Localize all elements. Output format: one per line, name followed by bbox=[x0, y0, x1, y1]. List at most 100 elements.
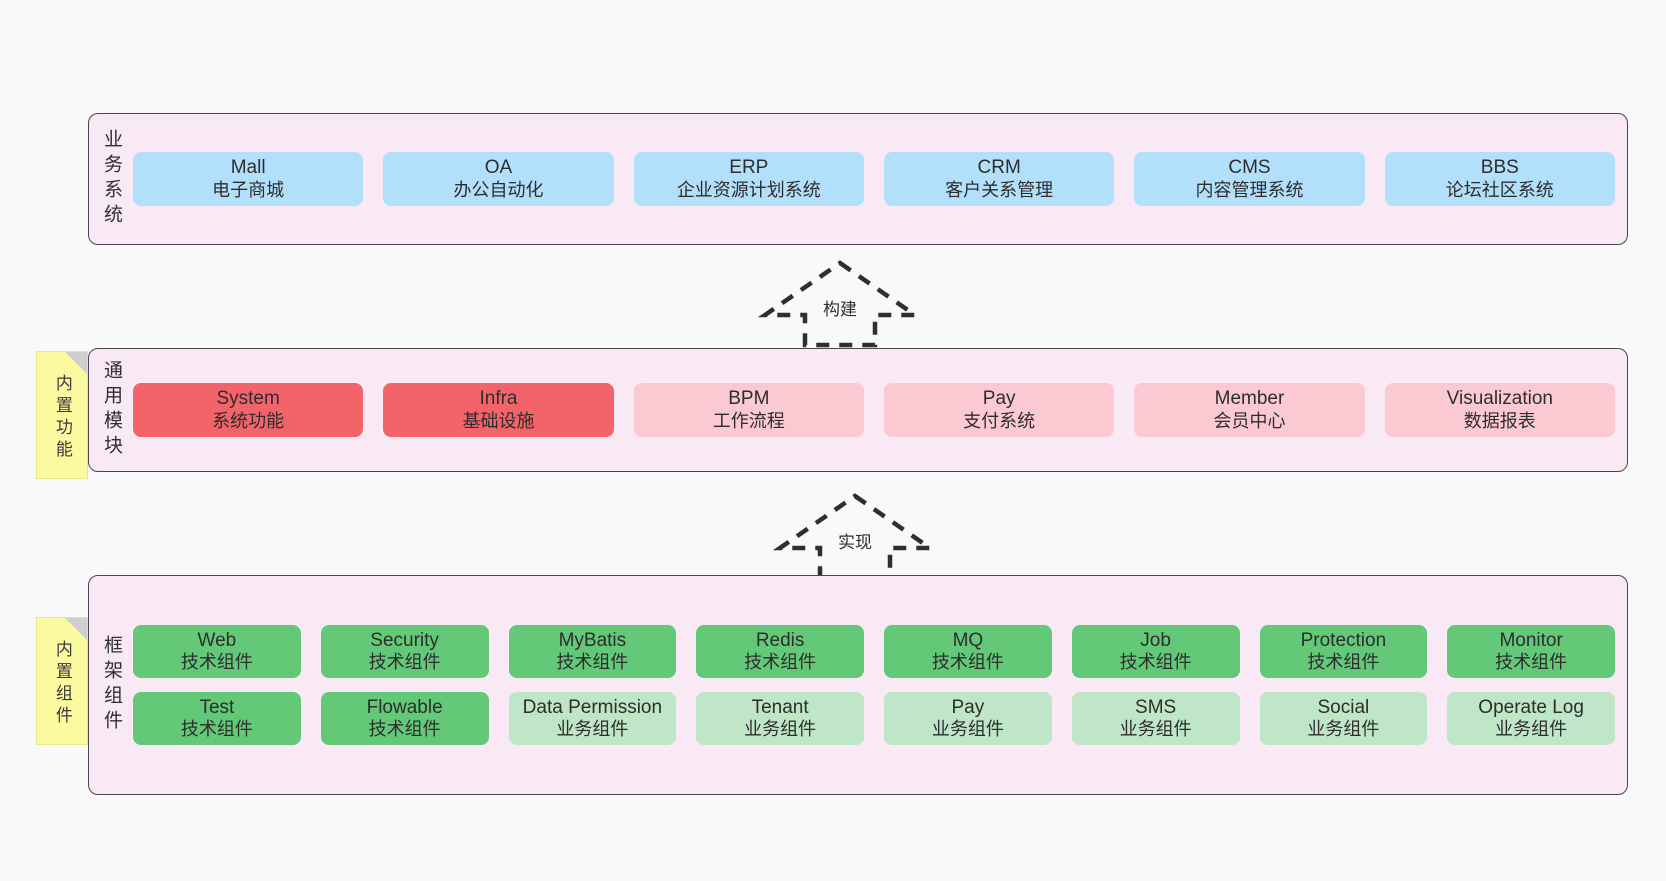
layer-row: Test 技术组件 Flowable 技术组件 Data Permission … bbox=[133, 692, 1615, 746]
page-fold-icon bbox=[65, 618, 87, 640]
component-name: Flowable bbox=[366, 697, 443, 718]
page-fold-icon bbox=[65, 352, 87, 374]
component-card-redis[interactable]: Redis 技术组件 bbox=[696, 624, 864, 678]
component-card-operate-log[interactable]: Operate Log 业务组件 bbox=[1447, 692, 1615, 746]
module-card-oa[interactable]: OA 办公自动化 bbox=[383, 152, 614, 206]
module-card-bbs[interactable]: BBS 论坛社区系统 bbox=[1384, 152, 1615, 206]
component-card-flowable[interactable]: Flowable 技术组件 bbox=[320, 692, 489, 746]
component-name: Tenant bbox=[751, 697, 809, 718]
module-name: Mall bbox=[230, 157, 266, 179]
module-subtitle: 企业资源计划系统 bbox=[676, 179, 821, 200]
module-card-mall[interactable]: Mall 电子商城 bbox=[133, 152, 364, 206]
arrow-implement: 实现 bbox=[770, 490, 940, 582]
layer-row: Mall 电子商城 OA 办公自动化 ERP 企业资源计划系统 CRM 客户关系… bbox=[133, 152, 1615, 206]
component-name: Redis bbox=[755, 629, 805, 651]
component-card-job[interactable]: Job 技术组件 bbox=[1071, 624, 1240, 678]
module-name: OA bbox=[484, 157, 513, 179]
module-card-visualization[interactable]: Visualization 数据报表 bbox=[1384, 383, 1615, 437]
component-card-mybatis[interactable]: MyBatis 技术组件 bbox=[508, 624, 677, 678]
module-card-member[interactable]: Member 会员中心 bbox=[1134, 383, 1365, 437]
module-subtitle: 会员中心 bbox=[1213, 410, 1286, 431]
component-subtitle: 技术组件 bbox=[180, 719, 253, 740]
component-name: Operate Log bbox=[1478, 697, 1584, 718]
module-card-cms[interactable]: CMS 内容管理系统 bbox=[1134, 152, 1365, 206]
layer-framework-components: 框架组件 Web 技术组件 Security 技术组件 MyBatis 技术组件… bbox=[88, 575, 1628, 795]
module-name: CRM bbox=[977, 157, 1021, 179]
sticky-note-label: 内置组件 bbox=[52, 640, 72, 728]
layer-title-label: 业务系统 bbox=[100, 129, 122, 229]
component-subtitle: 业务组件 bbox=[931, 719, 1004, 740]
sticky-note-builtin-components: 内置组件 bbox=[36, 617, 88, 745]
module-name: BBS bbox=[1480, 157, 1519, 179]
component-card-test[interactable]: Test 技术组件 bbox=[133, 692, 301, 746]
layer-title-framework: 框架组件 bbox=[89, 576, 133, 794]
module-subtitle: 系统功能 bbox=[212, 410, 285, 431]
component-name: Protection bbox=[1300, 629, 1387, 651]
component-subtitle: 业务组件 bbox=[1495, 719, 1568, 740]
module-name: System bbox=[216, 388, 280, 410]
component-subtitle: 技术组件 bbox=[931, 652, 1004, 673]
component-card-social[interactable]: Social 业务组件 bbox=[1259, 692, 1428, 746]
module-name: ERP bbox=[729, 157, 769, 179]
layer-row: Web 技术组件 Security 技术组件 MyBatis 技术组件 Redi… bbox=[133, 624, 1615, 678]
layer-title-label: 框架组件 bbox=[100, 635, 122, 735]
component-subtitle: 业务组件 bbox=[556, 719, 629, 740]
module-subtitle: 内容管理系统 bbox=[1195, 179, 1304, 200]
component-card-protection[interactable]: Protection 技术组件 bbox=[1259, 624, 1428, 678]
module-card-crm[interactable]: CRM 客户关系管理 bbox=[883, 152, 1115, 206]
component-card-sms[interactable]: SMS 业务组件 bbox=[1071, 692, 1240, 746]
component-card-data-permission[interactable]: Data Permission 业务组件 bbox=[508, 692, 677, 746]
module-subtitle: 工作流程 bbox=[712, 410, 785, 431]
layer-row: System 系统功能 Infra 基础设施 BPM 工作流程 Pay 支付系统… bbox=[133, 383, 1615, 437]
component-name: Pay bbox=[951, 697, 985, 718]
module-subtitle: 论坛社区系统 bbox=[1445, 179, 1554, 200]
module-name: Member bbox=[1214, 388, 1285, 410]
module-card-system[interactable]: System 系统功能 bbox=[133, 383, 364, 437]
component-subtitle: 技术组件 bbox=[1495, 652, 1568, 673]
component-name: Social bbox=[1317, 697, 1370, 718]
component-name: Web bbox=[197, 629, 237, 651]
module-name: BPM bbox=[728, 388, 770, 410]
component-subtitle: 业务组件 bbox=[1119, 719, 1192, 740]
component-card-pay[interactable]: Pay 业务组件 bbox=[884, 692, 1052, 746]
arrow-build-icon bbox=[757, 260, 923, 348]
module-card-pay[interactable]: Pay 支付系统 bbox=[883, 383, 1115, 437]
layer-title-label: 通用模块 bbox=[100, 360, 122, 460]
component-name: Test bbox=[199, 697, 235, 718]
component-subtitle: 技术组件 bbox=[556, 652, 629, 673]
layer-body-framework: Web 技术组件 Security 技术组件 MyBatis 技术组件 Redi… bbox=[133, 576, 1627, 794]
component-card-tenant[interactable]: Tenant 业务组件 bbox=[696, 692, 864, 746]
module-name: Visualization bbox=[1446, 388, 1553, 410]
layer-body-business: Mall 电子商城 OA 办公自动化 ERP 企业资源计划系统 CRM 客户关系… bbox=[133, 114, 1627, 244]
component-card-web[interactable]: Web 技术组件 bbox=[133, 624, 301, 678]
component-subtitle: 业务组件 bbox=[1307, 719, 1380, 740]
component-card-monitor[interactable]: Monitor 技术组件 bbox=[1447, 624, 1615, 678]
module-card-infra[interactable]: Infra 基础设施 bbox=[383, 383, 614, 437]
component-name: Security bbox=[370, 629, 439, 651]
module-subtitle: 基础设施 bbox=[462, 410, 535, 431]
component-name: Job bbox=[1140, 629, 1171, 651]
layer-common-modules: 通用模块 System 系统功能 Infra 基础设施 BPM 工作流程 Pay… bbox=[88, 348, 1628, 472]
module-subtitle: 电子商城 bbox=[212, 179, 285, 200]
component-name: MyBatis bbox=[558, 629, 627, 651]
component-subtitle: 技术组件 bbox=[180, 652, 253, 673]
module-name: Pay bbox=[982, 388, 1016, 410]
component-name: MQ bbox=[952, 629, 984, 651]
component-name: Monitor bbox=[1499, 629, 1563, 651]
module-subtitle: 办公自动化 bbox=[453, 179, 544, 200]
component-subtitle: 业务组件 bbox=[744, 719, 817, 740]
module-card-bpm[interactable]: BPM 工作流程 bbox=[633, 383, 864, 437]
component-card-mq[interactable]: MQ 技术组件 bbox=[884, 624, 1052, 678]
module-card-erp[interactable]: ERP 企业资源计划系统 bbox=[633, 152, 864, 206]
sticky-note-builtin-features: 内置功能 bbox=[36, 351, 88, 479]
component-name: SMS bbox=[1135, 697, 1177, 718]
component-subtitle: 技术组件 bbox=[1119, 652, 1192, 673]
component-name: Data Permission bbox=[522, 697, 663, 718]
module-subtitle: 数据报表 bbox=[1463, 410, 1536, 431]
layer-title-business: 业务系统 bbox=[89, 114, 133, 244]
arrow-build-label: 构建 bbox=[821, 295, 859, 320]
module-subtitle: 客户关系管理 bbox=[945, 179, 1054, 200]
component-card-security[interactable]: Security 技术组件 bbox=[320, 624, 489, 678]
component-subtitle: 技术组件 bbox=[368, 652, 441, 673]
arrow-implement-label: 实现 bbox=[836, 528, 874, 553]
